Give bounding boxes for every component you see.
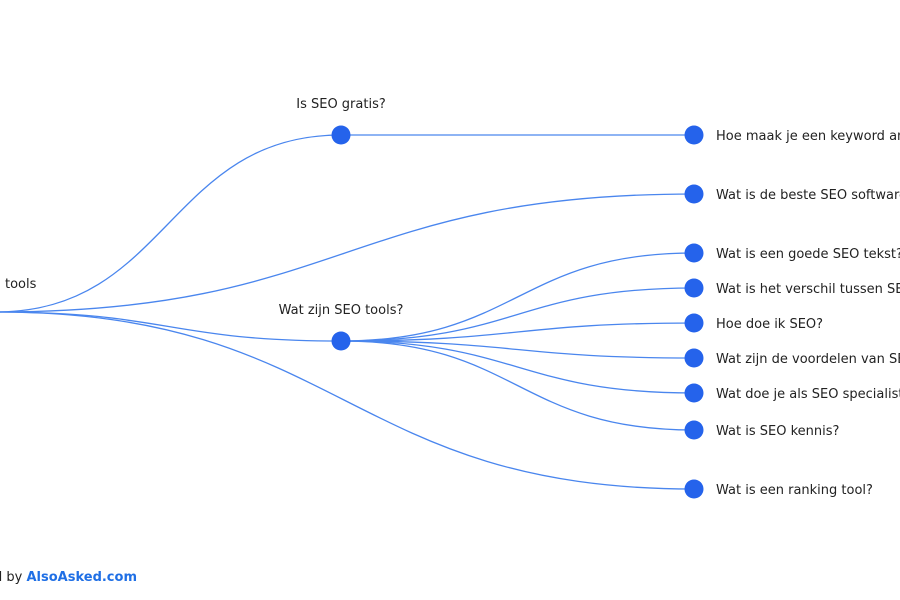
edge-b3-to-b3c2: [340, 287, 695, 342]
edge-b3-to-b3c6: [340, 340, 695, 431]
leaf-label-b2c1[interactable]: Wat is de beste SEO software: [716, 188, 900, 203]
leaf-node-b3c6[interactable]: [684, 420, 704, 440]
leaf-label-b1c1[interactable]: Hoe maak je een keyword an: [716, 129, 900, 144]
leaf-node-b3c4[interactable]: [684, 348, 704, 368]
alsoasked-link[interactable]: AlsoAsked.com: [26, 570, 137, 585]
tree-edges: [0, 134, 695, 490]
leaf-node-b2c1[interactable]: [684, 184, 704, 204]
leaf-node-b3c2[interactable]: [684, 278, 704, 298]
leaf-label-b3c2[interactable]: Wat is het verschil tussen SEO: [716, 282, 900, 297]
leaf-label-b3c6[interactable]: Wat is SEO kennis?: [716, 424, 839, 439]
leaf-node-b3c3[interactable]: [684, 313, 704, 333]
attribution-prefix: d by: [0, 570, 23, 585]
leaf-label-b4c1[interactable]: Wat is een ranking tool?: [716, 483, 873, 498]
leaf-node-b1c1[interactable]: [684, 125, 704, 145]
branch-label-b1[interactable]: Is SEO gratis?: [296, 97, 386, 112]
edge-root-to-b4c1: [0, 311, 695, 490]
tree-labels: tools Is SEO gratis? Hoe maak je een keywo…: [5, 97, 900, 498]
attribution-footer: d by AlsoAsked.com: [0, 570, 137, 585]
tree-nodes: [331, 125, 704, 499]
edge-b3-to-b3c4: [340, 340, 695, 359]
root-node-label[interactable]: tools: [5, 277, 37, 292]
edge-b3-to-b3c5: [340, 340, 695, 394]
branch-label-b3[interactable]: Wat zijn SEO tools?: [279, 303, 404, 318]
leaf-node-b3c5[interactable]: [684, 383, 704, 403]
edge-root-to-b2c1: [0, 193, 695, 313]
branch-node-b1[interactable]: [331, 125, 351, 145]
leaf-node-b3c1[interactable]: [684, 243, 704, 263]
leaf-node-b4c1[interactable]: [684, 479, 704, 499]
leaf-label-b3c3[interactable]: Hoe doe ik SEO?: [716, 317, 823, 332]
edge-b3-to-b3c3: [340, 322, 695, 342]
leaf-label-b3c5[interactable]: Wat doe je als SEO specialist?: [716, 387, 900, 402]
leaf-label-b3c4[interactable]: Wat zijn de voordelen van SE: [716, 352, 900, 367]
branch-node-b3[interactable]: [331, 331, 351, 351]
edge-root-to-b1: [0, 134, 342, 313]
edge-b3-to-b3c1: [340, 252, 695, 342]
leaf-label-b3c1[interactable]: Wat is een goede SEO tekst?: [716, 247, 900, 262]
